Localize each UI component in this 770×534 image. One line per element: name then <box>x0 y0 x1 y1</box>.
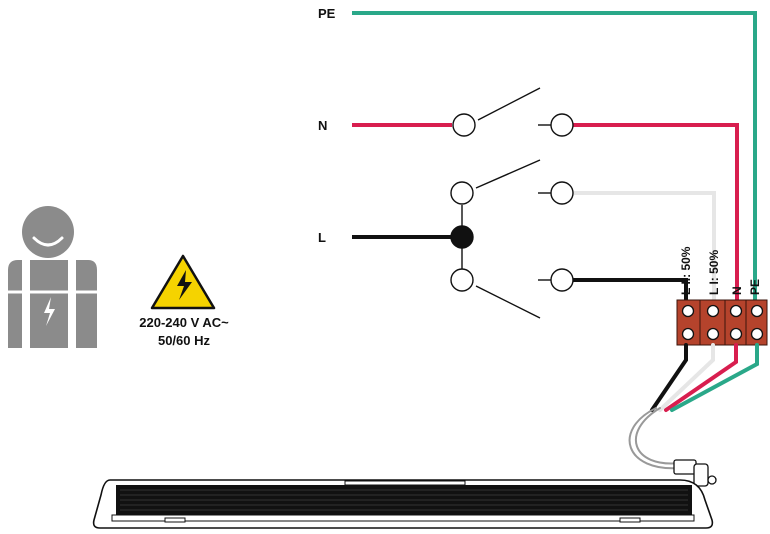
terminal-label-l2: L II: 50% <box>679 246 693 295</box>
n-switch <box>452 87 574 137</box>
heater-device <box>92 479 714 529</box>
l-switch <box>450 159 574 319</box>
terminal-block <box>676 299 768 346</box>
terminal-label-pe: PE <box>748 279 762 295</box>
n-wire <box>352 123 739 300</box>
l-wire-label: L <box>318 230 326 245</box>
device-cable <box>628 343 759 470</box>
n-wire-label: N <box>318 118 327 133</box>
terminal-label-n: N <box>730 286 744 295</box>
frequency-label: 50/60 Hz <box>158 333 211 348</box>
pe-wire-label: PE <box>318 6 336 21</box>
electrician-icon <box>8 206 97 348</box>
voltage-label: 220-240 V AC~ <box>139 315 229 330</box>
l-wire <box>352 191 716 300</box>
cable-gland <box>673 459 717 487</box>
terminal-label-l1: L I: 50% <box>707 250 721 295</box>
high-voltage-warning-icon <box>150 254 216 310</box>
pe-wire <box>352 11 757 300</box>
